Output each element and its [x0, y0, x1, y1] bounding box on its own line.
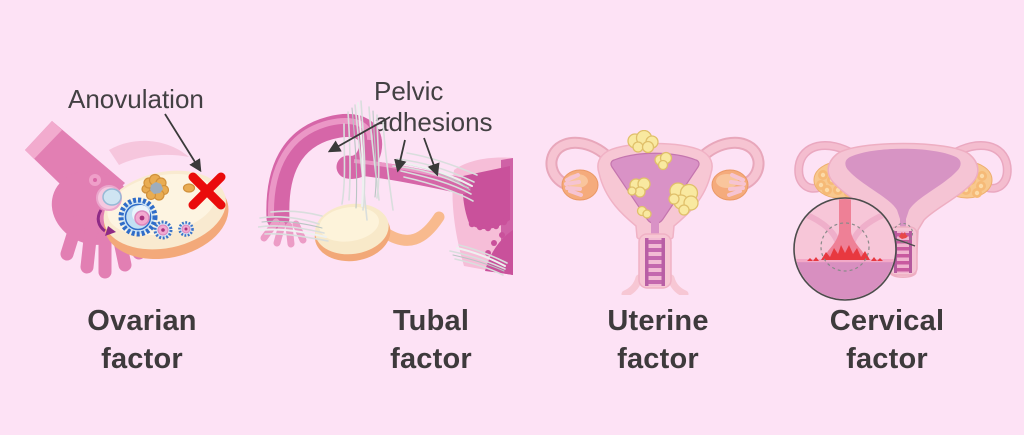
- fibroids: [627, 130, 699, 219]
- pelvic-adhesions-arrows: [327, 116, 440, 177]
- tubal-factor-caption: Tubal factor: [390, 305, 472, 375]
- tubal-factor-illustration: [258, 100, 513, 276]
- anovulation-label: Anovulation: [68, 84, 204, 114]
- ovulating-follicle: [96, 185, 122, 236]
- follicles: [118, 197, 194, 240]
- fallopian-tubes: [794, 141, 1012, 193]
- fallopian-tubes: [545, 136, 765, 191]
- anovulation-arrow: [164, 113, 202, 173]
- uterine-factor-illustration: [545, 130, 765, 295]
- corpus-luteum: [141, 173, 196, 201]
- anovulation-cross-icon: [188, 172, 226, 210]
- ovarian-factor-caption: Ovarian factor: [87, 305, 197, 375]
- ovarian-factor-illustration: [25, 113, 229, 279]
- uterine-factor-caption: Uterine factor: [607, 305, 709, 375]
- cervix: [621, 233, 689, 295]
- pelvic-adhesions-label: Pelvic adhesions: [374, 76, 493, 137]
- cervical-factor-illustration: [793, 141, 1012, 301]
- uterine-cavity: [845, 148, 961, 222]
- ovary: [314, 203, 445, 262]
- fimbriae: [564, 173, 746, 197]
- magnifier-connector-line: [892, 237, 916, 247]
- cervical-factor-caption: Cervical factor: [829, 305, 945, 375]
